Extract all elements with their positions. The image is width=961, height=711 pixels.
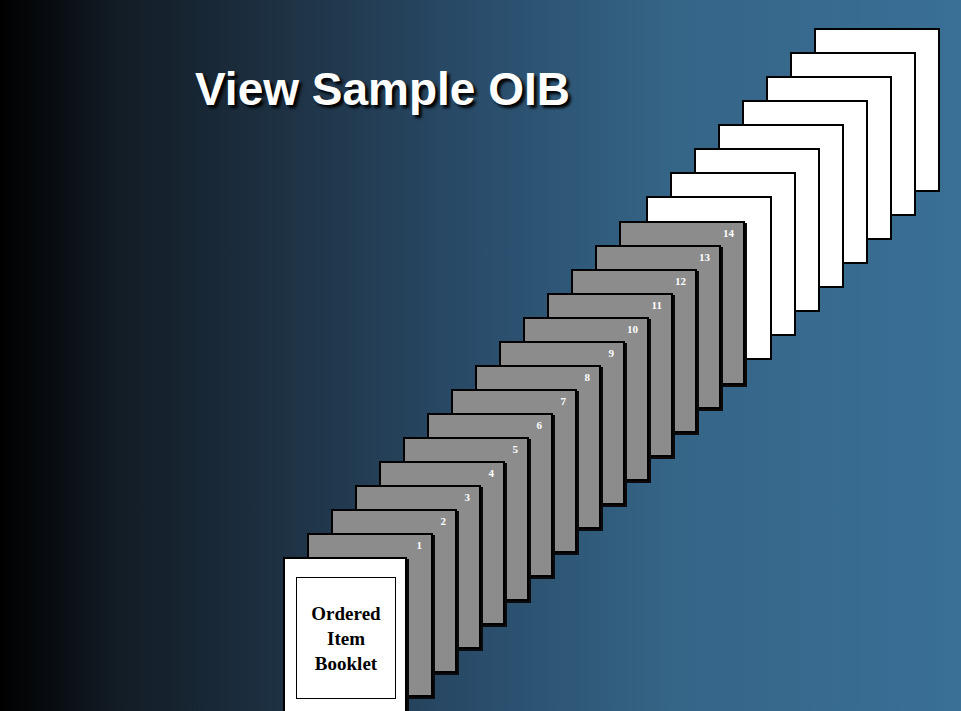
page-number: 13 [699, 251, 710, 264]
page-number: 5 [513, 443, 519, 456]
page-number: 14 [723, 227, 734, 240]
page-number: 4 [489, 467, 495, 480]
slide-title: View Sample OIB [195, 62, 570, 116]
page-number: 6 [537, 419, 543, 432]
page-number: 7 [561, 395, 567, 408]
booklet-cover: Ordered Item Booklet [283, 557, 407, 711]
page-number: 3 [465, 491, 471, 504]
page-number: 11 [652, 299, 662, 312]
page-number: 1 [417, 539, 423, 552]
page-number: 10 [627, 323, 638, 336]
page-number: 2 [441, 515, 447, 528]
cover-label-box: Ordered Item Booklet [296, 577, 396, 699]
page-number: 8 [585, 371, 591, 384]
page-number: 12 [675, 275, 686, 288]
cover-title: Ordered Item Booklet [297, 601, 395, 676]
page-number: 9 [609, 347, 615, 360]
